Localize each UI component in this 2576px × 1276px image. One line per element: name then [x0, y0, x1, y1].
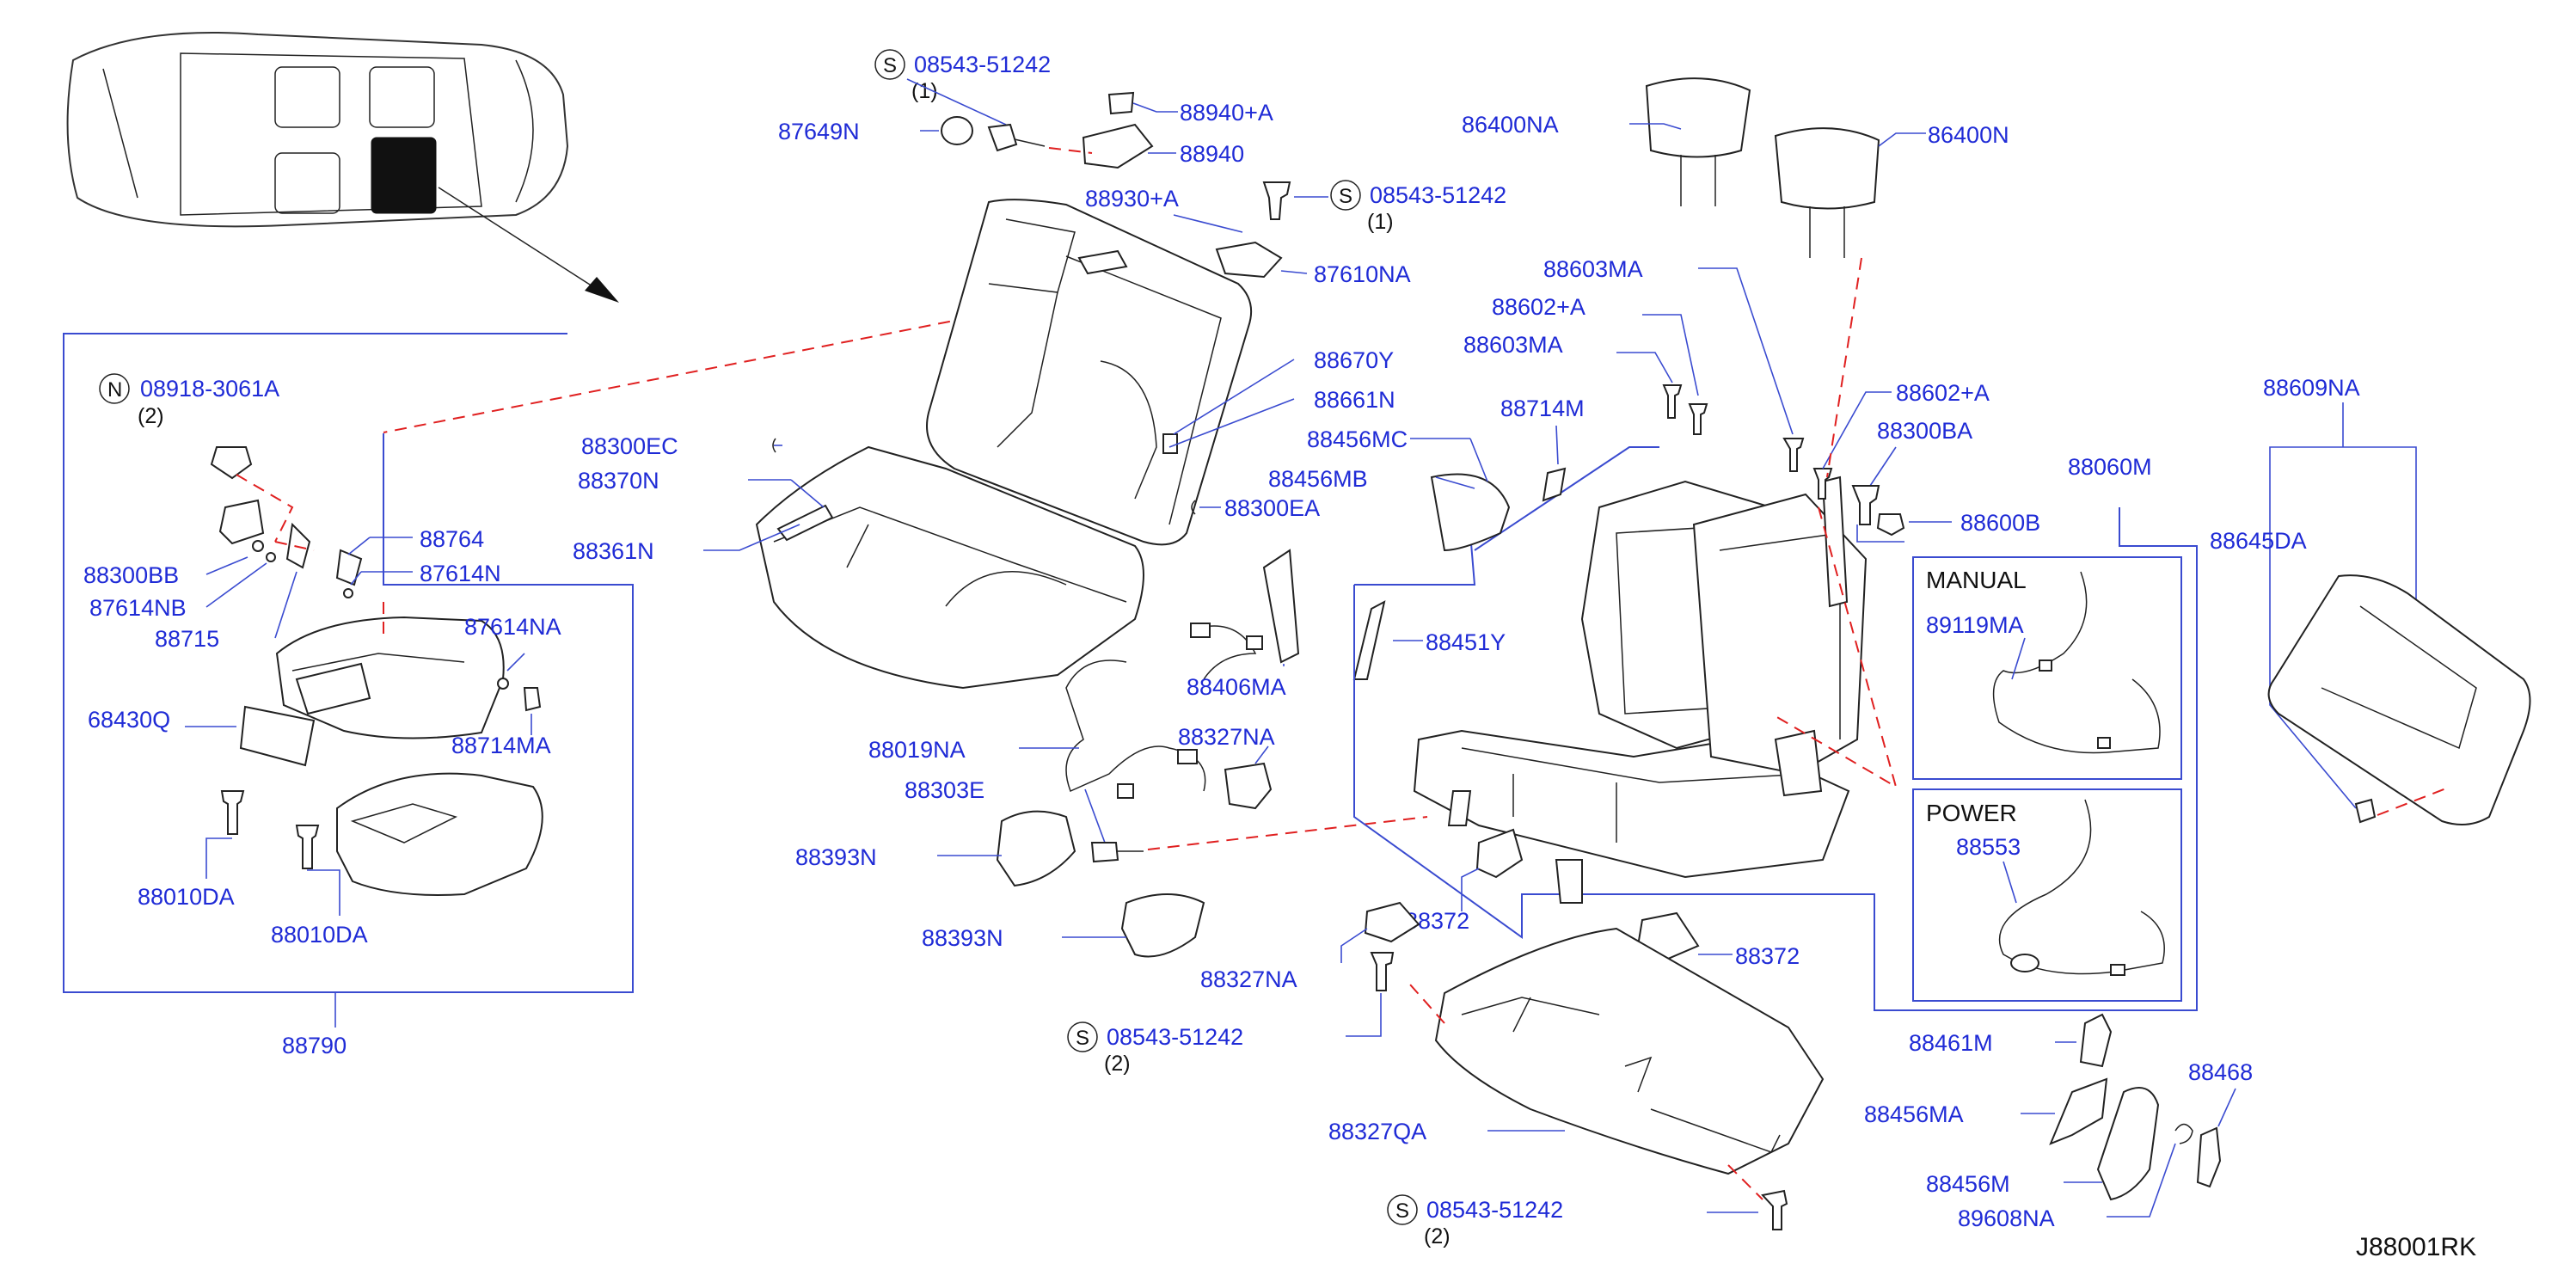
label-88661n: 88661N [1314, 387, 1395, 413]
label-88456mc: 88456MC [1307, 426, 1408, 452]
label-88456m: 88456M [1926, 1171, 2010, 1197]
s-symbol-letter-2: S [1339, 185, 1352, 208]
drawing-code: J88001RK [2356, 1233, 2476, 1261]
label-88361n: 88361N [573, 538, 654, 564]
label-88327na-1: 88327NA [1178, 724, 1275, 750]
s-symbol-icon-4 [1387, 1194, 1418, 1225]
label-89119ma: 89119MA [1926, 612, 2024, 638]
label-88451y: 88451Y [1426, 629, 1506, 655]
label-88670y: 88670Y [1314, 347, 1394, 373]
label-88602a-2: 88602+A [1896, 380, 1990, 406]
arrow-icon [585, 277, 619, 303]
label-68430q: 68430Q [88, 707, 170, 733]
top-fasteners: S 08543-51242 (1) 87649N 88940+A 88940 8… [778, 49, 1506, 287]
label-88764: 88764 [420, 526, 484, 552]
bottom-panel: 88327QA 88327NA S 08543-51242 (2) S 0854… [1067, 901, 1825, 1248]
label-88468: 88468 [2188, 1059, 2253, 1085]
manual-heading: MANUAL [1926, 567, 2027, 593]
n-symbol-letter: N [107, 378, 122, 402]
label-88456ma: 88456MA [1864, 1101, 1964, 1127]
armrest-assembly-box: 88790 N 08918-3061A (2) 88300BB 87614NB … [63, 333, 634, 1058]
manual-power-boxes: MANUAL 89119MA POWER 88553 [1912, 556, 2182, 1002]
label-08543-51242-2: 08543-51242 [1370, 182, 1506, 208]
n-symbol-icon [99, 373, 130, 404]
label-87614n: 87614N [420, 561, 501, 586]
label-88300bb: 88300BB [83, 562, 179, 588]
label-87649n: 87649N [778, 119, 860, 144]
label-88303e: 88303E [905, 777, 984, 803]
label-88600b: 88600B [1960, 510, 2040, 536]
qty-n-08918: (2) [138, 404, 164, 428]
label-88406ma: 88406MA [1187, 674, 1286, 700]
label-08543-51242-4: 08543-51242 [1426, 1197, 1563, 1223]
label-88714m: 88714M [1500, 396, 1585, 421]
seat-frame-drawing: 88060M 88372 88372 88714M 88456MC 88456M… [1268, 256, 2198, 1011]
power-heading: POWER [1926, 800, 2017, 826]
vehicle-locator [66, 32, 619, 303]
label-86400n: 86400N [1928, 122, 2009, 148]
label-88393n-1: 88393N [795, 844, 877, 870]
headrests: 86400NA 86400N [1462, 77, 2009, 258]
label-88930a: 88930+A [1085, 186, 1179, 212]
label-87610na: 87610NA [1314, 261, 1411, 287]
label-88300ea: 88300EA [1224, 495, 1320, 521]
label-87614nb: 87614NB [89, 595, 187, 621]
label-88372-2: 88372 [1735, 943, 1800, 969]
label-88300ec: 88300EC [581, 433, 678, 459]
label-88327na-2: 88327NA [1200, 966, 1297, 992]
label-88940a: 88940+A [1180, 100, 1273, 126]
s-symbol-icon-2 [1330, 180, 1361, 211]
label-88456mb: 88456MB [1268, 466, 1368, 492]
label-08918-3061a: 08918-3061A [140, 376, 279, 402]
label-88553: 88553 [1956, 834, 2021, 860]
s-symbol-icon-1 [874, 49, 905, 80]
rear-seat-drawing: 88300EC 88370N 88361N 88670Y 88661N 8830… [573, 199, 1395, 690]
label-88060m: 88060M [2068, 454, 2152, 480]
label-88645da: 88645DA [2210, 528, 2307, 554]
side-trims: 88461M 88456MA 88456M 89608NA 88468 [1864, 1013, 2253, 1231]
label-87614na: 87614NA [464, 614, 561, 640]
qty-2: (1) [1367, 210, 1394, 234]
s-symbol-letter-3: S [1076, 1027, 1089, 1050]
label-88715: 88715 [155, 626, 219, 652]
s-symbol-icon-3 [1067, 1021, 1098, 1052]
label-88461m: 88461M [1909, 1030, 1993, 1056]
label-08543-51242-3: 08543-51242 [1107, 1024, 1243, 1050]
label-89608na: 89608NA [1958, 1205, 2055, 1231]
harness-and-brackets: 88019NA 88406MA 88327NA 88451Y 88303E 88… [795, 549, 1506, 958]
label-88714ma: 88714MA [451, 733, 551, 758]
label-88327qa: 88327QA [1328, 1119, 1426, 1144]
s-symbol-letter-4: S [1395, 1199, 1409, 1223]
label-88603ma-1: 88603MA [1543, 256, 1643, 282]
label-88790: 88790 [282, 1033, 347, 1058]
label-86400na: 86400NA [1462, 112, 1559, 138]
label-88010da-1: 88010DA [138, 884, 235, 910]
qty-3: (2) [1104, 1052, 1131, 1076]
label-88602a-1: 88602+A [1492, 294, 1585, 320]
label-88010da-2: 88010DA [271, 922, 368, 948]
label-88609na: 88609NA [2263, 375, 2360, 401]
highlighted-seat-location [371, 137, 437, 214]
label-88300ba: 88300BA [1877, 418, 1972, 444]
qty-4: (2) [1424, 1224, 1451, 1248]
label-88370n: 88370N [578, 468, 659, 494]
label-88019na: 88019NA [868, 737, 966, 763]
label-88603ma-2: 88603MA [1463, 332, 1563, 358]
label-08543-51242-1: 08543-51242 [914, 52, 1051, 77]
s-symbol-letter-1: S [883, 54, 897, 77]
label-88940: 88940 [1180, 141, 1244, 167]
rear-board: 88609NA 88645DA [2210, 375, 2531, 825]
label-88393n-2: 88393N [922, 925, 1003, 951]
